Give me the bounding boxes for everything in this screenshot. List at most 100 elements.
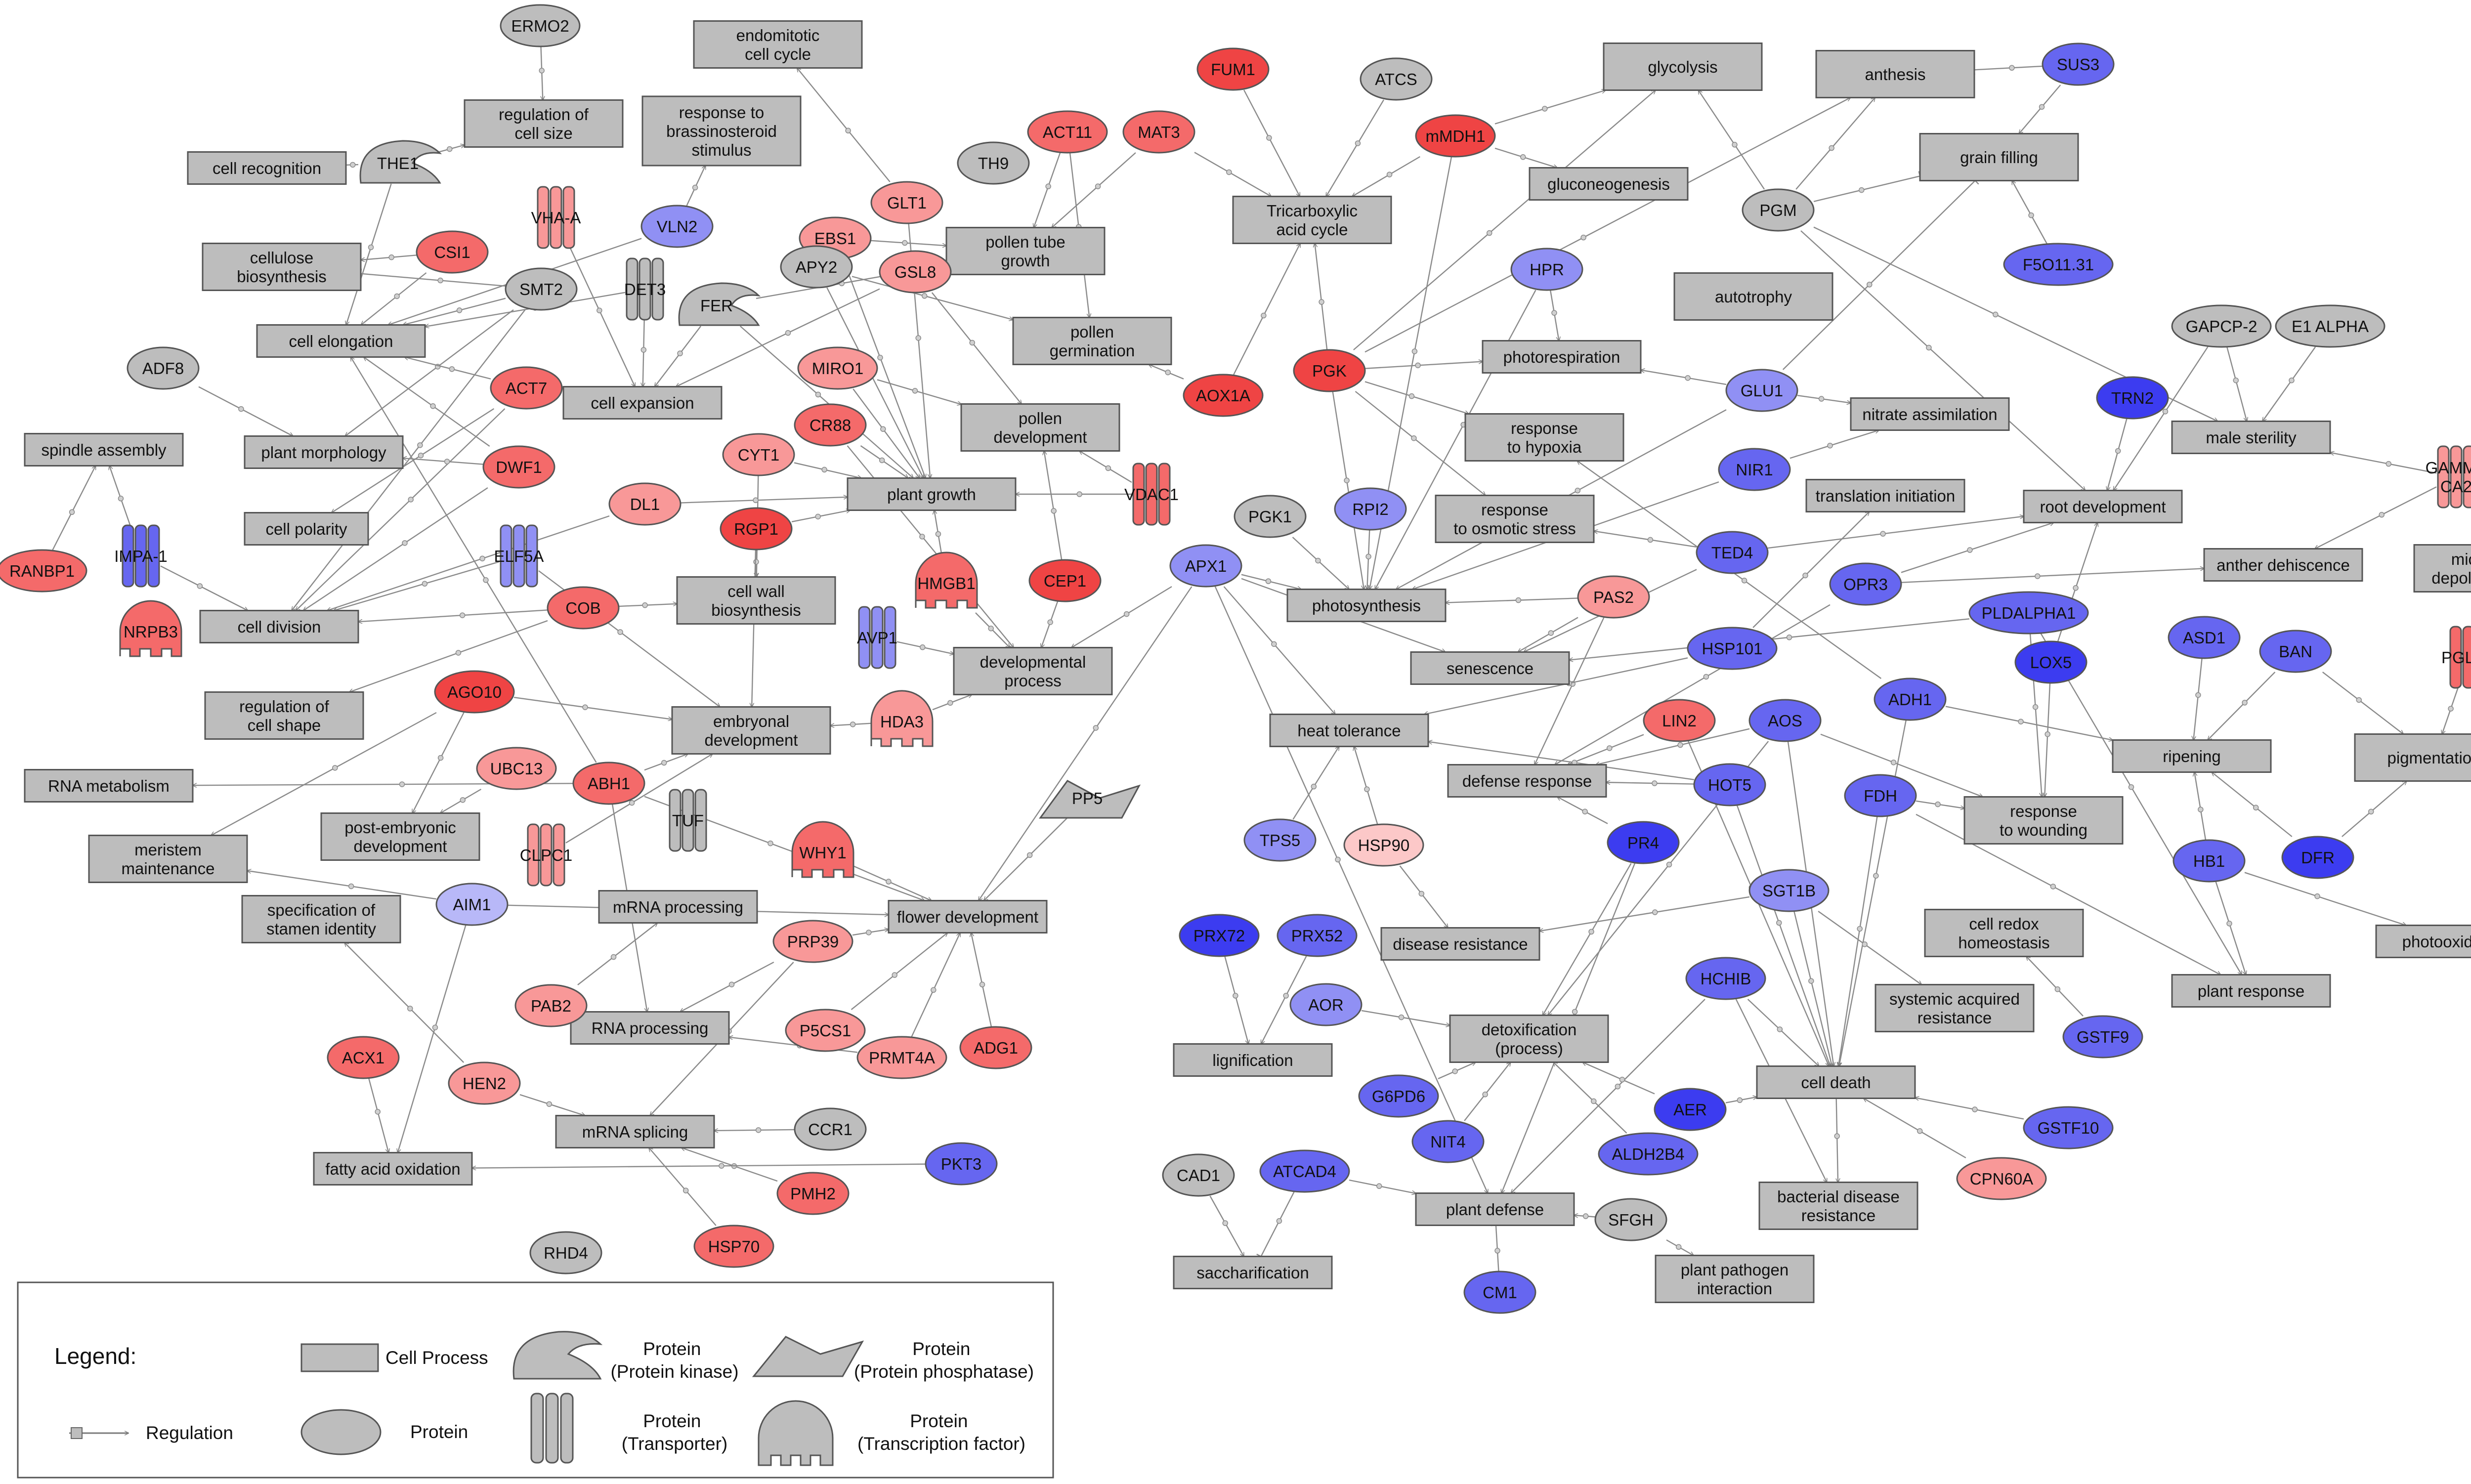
- process-plant-morphology[interactable]: plant morphology: [244, 435, 404, 469]
- protein-avp1[interactable]: AVP1: [857, 606, 897, 669]
- protein-lin2[interactable]: LIN2: [1643, 699, 1716, 742]
- protein-fdh[interactable]: FDH: [1844, 774, 1917, 817]
- protein-pmh2[interactable]: PMH2: [776, 1172, 850, 1215]
- process-cell-elongation[interactable]: cell elongation: [256, 324, 426, 358]
- protein-hot5[interactable]: HOT5: [1693, 763, 1766, 806]
- protein-gsl8[interactable]: GSL8: [879, 250, 952, 294]
- process-glycolysis[interactable]: glycolysis: [1603, 42, 1763, 91]
- process-plant-defense[interactable]: plant defense: [1415, 1192, 1575, 1226]
- protein-prmt4a[interactable]: PRMT4A: [856, 1036, 947, 1079]
- protein-ted4[interactable]: TED4: [1696, 531, 1769, 574]
- process-plant-growth[interactable]: plant growth: [847, 477, 1017, 511]
- protein-aox1a[interactable]: AOX1A: [1183, 374, 1264, 417]
- process-nitrate-assimilation[interactable]: nitrate assimilation: [1850, 397, 2010, 431]
- protein-the1[interactable]: THE1: [359, 140, 442, 184]
- protein-tps5[interactable]: TPS5: [1243, 818, 1317, 862]
- protein-cob[interactable]: COB: [547, 586, 620, 630]
- protein-prp39[interactable]: PRP39: [772, 920, 853, 963]
- protein-tuf[interactable]: TUF: [669, 789, 707, 852]
- protein-vdac1[interactable]: VDAC1: [1124, 463, 1179, 526]
- protein-fer[interactable]: FER: [678, 282, 761, 326]
- process-cell-expansion[interactable]: cell expansion: [562, 386, 723, 420]
- protein-apy2[interactable]: APY2: [780, 245, 853, 289]
- protein-pkt3[interactable]: PKT3: [925, 1142, 998, 1186]
- protein-gamma-ca2[interactable]: GAMMACA2: [2426, 445, 2471, 509]
- protein-adf8[interactable]: ADF8: [127, 346, 200, 390]
- process-detoxification-process[interactable]: detoxification(process): [1449, 1015, 1609, 1063]
- protein-hsp70[interactable]: HSP70: [693, 1225, 774, 1268]
- process-cell-recognition[interactable]: cell recognition: [187, 151, 347, 185]
- protein-acx1[interactable]: ACX1: [327, 1036, 400, 1079]
- protein-fum1[interactable]: FUM1: [1196, 47, 1270, 91]
- protein-mat3[interactable]: MAT3: [1122, 110, 1195, 154]
- protein-hsp90[interactable]: HSP90: [1343, 823, 1424, 867]
- process-cell-death[interactable]: cell death: [1756, 1065, 1916, 1099]
- protein-pglct[interactable]: PGLCT: [2441, 626, 2471, 689]
- process-plant-response[interactable]: plant response: [2171, 974, 2331, 1008]
- protein-det3[interactable]: DET3: [624, 257, 666, 321]
- process-fatty-acid-oxidation[interactable]: fatty acid oxidation: [313, 1152, 473, 1186]
- process-mrna-processing[interactable]: mRNA processing: [598, 890, 758, 924]
- protein-nrpb3[interactable]: NRPB3: [119, 600, 182, 657]
- process-pigmentation[interactable]: pigmentation: [2354, 733, 2471, 782]
- protein-dl1[interactable]: DL1: [608, 482, 682, 526]
- protein-pgm[interactable]: PGM: [1742, 188, 1815, 232]
- protein-pr4[interactable]: PR4: [1607, 821, 1680, 864]
- process-disease-resistance[interactable]: disease resistance: [1380, 927, 1540, 961]
- protein-th9[interactable]: TH9: [957, 141, 1030, 185]
- protein-abh1[interactable]: ABH1: [572, 762, 645, 805]
- protein-cad1[interactable]: CAD1: [1162, 1153, 1235, 1197]
- process-rna-metabolism[interactable]: RNA metabolism: [24, 769, 194, 803]
- protein-hsp101[interactable]: HSP101: [1687, 627, 1778, 670]
- protein-why1[interactable]: WHY1: [791, 821, 854, 878]
- process-mrna-splicing[interactable]: mRNA splicing: [555, 1115, 715, 1148]
- process-male-sterility[interactable]: male sterility: [2171, 421, 2331, 454]
- protein-prx52[interactable]: PRX52: [1277, 914, 1358, 957]
- protein-adg1[interactable]: ADG1: [959, 1026, 1032, 1069]
- protein-mmdh1[interactable]: mMDH1: [1415, 114, 1496, 158]
- process-anther-dehiscence[interactable]: anther dehiscence: [2203, 548, 2363, 582]
- protein-prx72[interactable]: PRX72: [1179, 914, 1260, 957]
- protein-vln2[interactable]: VLN2: [640, 205, 714, 248]
- protein-apx1[interactable]: APX1: [1169, 544, 1242, 588]
- protein-gstf9[interactable]: GSTF9: [2062, 1015, 2143, 1059]
- protein-lox5[interactable]: LOX5: [2014, 640, 2088, 684]
- process-root-development[interactable]: root development: [2023, 490, 2183, 523]
- protein-rpi2[interactable]: RPI2: [1334, 487, 1407, 531]
- process-cell-division[interactable]: cell division: [199, 610, 359, 643]
- protein-sfgh[interactable]: SFGH: [1594, 1198, 1667, 1241]
- process-photooxidation[interactable]: photooxidation: [2375, 925, 2471, 958]
- protein-ban[interactable]: BAN: [2259, 630, 2332, 673]
- protein-p5cs1[interactable]: P5CS1: [785, 1009, 866, 1052]
- protein-pab2[interactable]: PAB2: [514, 984, 588, 1027]
- protein-elf5a[interactable]: ELF5A: [494, 524, 544, 588]
- protein-f5o11-31[interactable]: F5O11.31: [2003, 243, 2114, 286]
- protein-hpr[interactable]: HPR: [1510, 248, 1583, 291]
- protein-aor[interactable]: AOR: [1289, 983, 1363, 1026]
- protein-ubc13[interactable]: UBC13: [476, 747, 557, 790]
- protein-trn2[interactable]: TRN2: [2096, 376, 2169, 420]
- protein-nit4[interactable]: NIT4: [1411, 1120, 1485, 1163]
- protein-gstf10[interactable]: GSTF10: [2023, 1106, 2114, 1149]
- process-flower-development[interactable]: flower development: [888, 900, 1048, 933]
- process-spindle-assembly[interactable]: spindle assembly: [24, 433, 184, 466]
- process-saccharification[interactable]: saccharification: [1173, 1256, 1333, 1289]
- protein-adh1[interactable]: ADH1: [1874, 678, 1947, 721]
- protein-pldalpha1[interactable]: PLDALPHA1: [1968, 591, 2089, 635]
- process-photosynthesis[interactable]: photosynthesis: [1286, 589, 1447, 622]
- protein-gapcp-2[interactable]: GAPCP-2: [2171, 304, 2272, 348]
- protein-nir1[interactable]: NIR1: [1718, 448, 1791, 491]
